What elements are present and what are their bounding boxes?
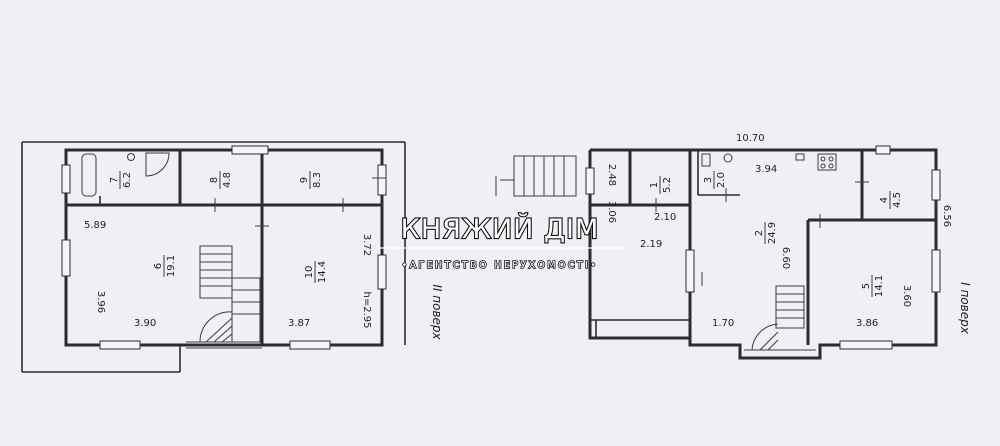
toilet-fixture xyxy=(127,153,135,161)
window xyxy=(585,167,595,195)
exterior-stairs xyxy=(495,155,577,197)
watermark-title: КНЯЖИЙ ДІМ xyxy=(401,213,600,245)
room-number: 10 xyxy=(304,266,315,279)
floor-label: II поверх xyxy=(430,284,444,340)
dimension-label: 3.60 xyxy=(901,285,912,307)
window xyxy=(377,254,387,290)
staircase xyxy=(744,285,816,351)
room-area: 8.3 xyxy=(312,172,323,188)
room-number: 2 xyxy=(754,230,765,236)
plan-first-floor: 1 5.2 3 2.0 2 24.9 4 4.5 5 14.1 10.70 3.… xyxy=(585,133,972,360)
room-number: 1 xyxy=(649,182,660,188)
window xyxy=(839,340,893,350)
window xyxy=(289,340,331,350)
dimension-label: 3.94 xyxy=(755,164,777,175)
room-number: 3 xyxy=(703,177,714,183)
dimension-label: 3.96 xyxy=(95,291,106,313)
floor-label: I поверх xyxy=(958,282,972,335)
room-number: 8 xyxy=(209,177,220,183)
plan-second-floor: 7 6.2 8 4.8 9 8.3 6 19.1 10 14.4 5.89 3.… xyxy=(21,141,444,373)
dimension-label: 3.86 xyxy=(856,318,878,329)
window xyxy=(99,340,141,350)
room-number: 5 xyxy=(861,283,872,289)
first-floor-walls xyxy=(588,148,938,360)
dimension-label: 2.48 xyxy=(606,164,617,186)
dimension-label: 3.72 xyxy=(361,234,372,256)
toilet-fixture xyxy=(723,153,733,163)
agency-watermark: КНЯЖИЙ ДІМ •АГЕНТСТВО НЕРУХОМОСТІ• xyxy=(378,212,622,272)
stove-fixture xyxy=(817,153,837,171)
room-area: 6.2 xyxy=(122,172,133,188)
room-number: 7 xyxy=(109,177,120,183)
bathtub-fixture xyxy=(81,153,97,197)
window xyxy=(685,249,695,293)
dimension-label: 1.70 xyxy=(712,318,734,329)
dimension-label: 3.90 xyxy=(134,318,156,329)
room-number: 9 xyxy=(299,177,310,183)
dimension-label: 5.89 xyxy=(84,220,106,231)
watermark-subtitle: •АГЕНТСТВО НЕРУХОМОСТІ• xyxy=(402,260,599,271)
dimension-label: 3.87 xyxy=(288,318,310,329)
room-number: 6 xyxy=(153,263,164,269)
dimension-label: 3.06 xyxy=(606,201,617,223)
dimension-label: 2.10 xyxy=(654,212,676,223)
dimension-label: 6.56 xyxy=(941,205,952,227)
staircase xyxy=(186,245,262,349)
dimension-label: 6.60 xyxy=(780,247,791,269)
window xyxy=(61,239,71,277)
window xyxy=(231,145,269,155)
sink-fixture xyxy=(701,153,711,167)
room-area: 4.5 xyxy=(892,192,903,208)
room-area: 2.0 xyxy=(716,172,727,188)
room-area: 4.8 xyxy=(222,172,233,188)
window xyxy=(931,249,941,293)
door-swing xyxy=(145,152,170,177)
room-area: 14.4 xyxy=(317,261,328,283)
window xyxy=(61,164,71,194)
total-width-label: 10.70 xyxy=(736,133,765,144)
ceiling-height-label: h=2.95 xyxy=(361,292,372,329)
room-area: 5.2 xyxy=(662,177,673,193)
room-area: 19.1 xyxy=(166,255,177,277)
room-area: 24.9 xyxy=(767,222,778,244)
room-area: 14.1 xyxy=(874,275,885,297)
room-number: 4 xyxy=(879,197,890,203)
dimension-label: 2.19 xyxy=(640,239,662,250)
window xyxy=(875,145,891,155)
window xyxy=(377,164,387,196)
window xyxy=(931,169,941,201)
